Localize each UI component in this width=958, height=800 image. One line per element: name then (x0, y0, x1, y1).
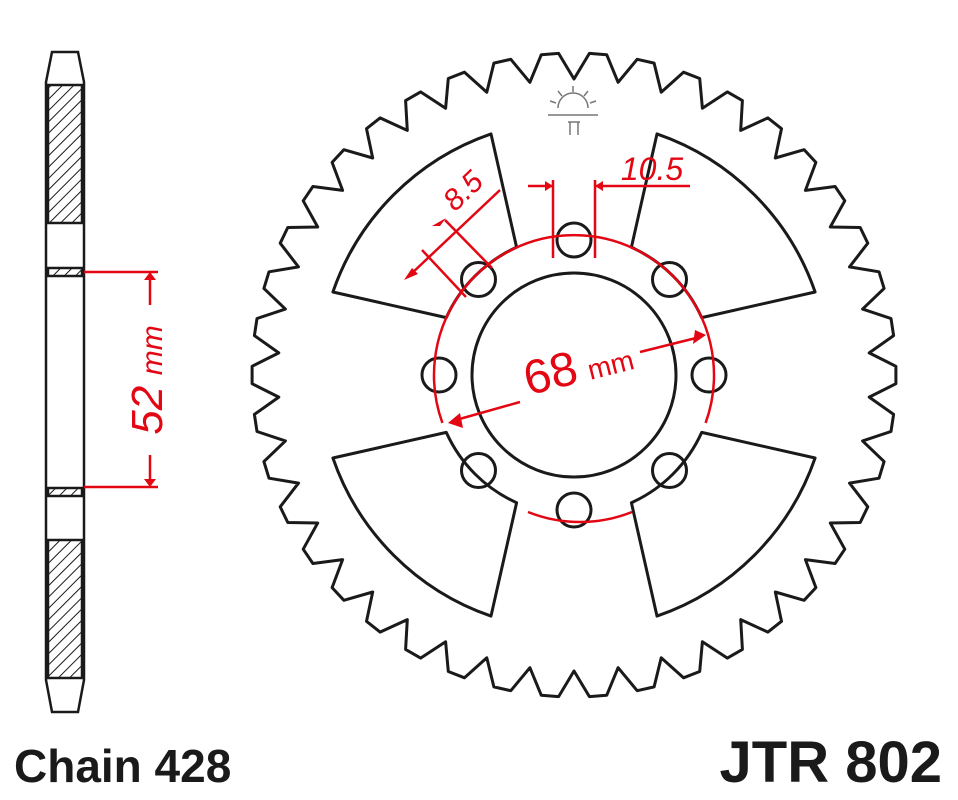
cutout-slot (331, 132, 519, 320)
side-hatch-upper-thin (46, 266, 84, 278)
side-dimension-value: 52 (123, 386, 172, 435)
pcd-arc (432, 233, 716, 424)
pcd-dimension-unit: mm (584, 344, 637, 385)
pcd-dimension (432, 233, 716, 524)
pcd-dimension-value: 68 (518, 342, 583, 406)
bolt-hole (460, 452, 497, 489)
side-hatch-lower (46, 538, 84, 680)
pcd-dimension-label: 68 mm (518, 328, 638, 406)
bolt-hole (555, 221, 593, 259)
slot-dimension (528, 180, 690, 258)
sprocket-teeth-outline (250, 51, 898, 699)
cutout-slot (331, 430, 519, 618)
bolt-hole-dimension-label: 8.5 (437, 165, 490, 218)
bolt-hole-dimension (404, 189, 501, 298)
bolt-hole (460, 261, 497, 298)
pcd-arc-bottom (527, 510, 633, 524)
side-dimension (84, 270, 158, 489)
side-profile-view (44, 50, 86, 714)
bolt-hole (651, 452, 688, 489)
chain-label: Chain 428 (14, 740, 231, 792)
center-bore (470, 271, 678, 479)
bolt-hole (555, 491, 593, 529)
side-dimension-label: 52 mm (123, 325, 172, 434)
bolt-hole (651, 261, 688, 298)
cutout-slot (629, 430, 817, 618)
bolt-holes (420, 221, 728, 529)
side-hatch-upper (46, 83, 84, 225)
bolt-hole (690, 356, 728, 394)
side-dimension-unit: mm (136, 325, 169, 375)
side-hatch-lower-thin (46, 486, 84, 498)
manufacturer-logo (548, 86, 598, 135)
bolt-hole (420, 356, 458, 394)
part-number: JTR 802 (720, 730, 942, 795)
slot-dimension-label: 10.5 (621, 151, 683, 187)
